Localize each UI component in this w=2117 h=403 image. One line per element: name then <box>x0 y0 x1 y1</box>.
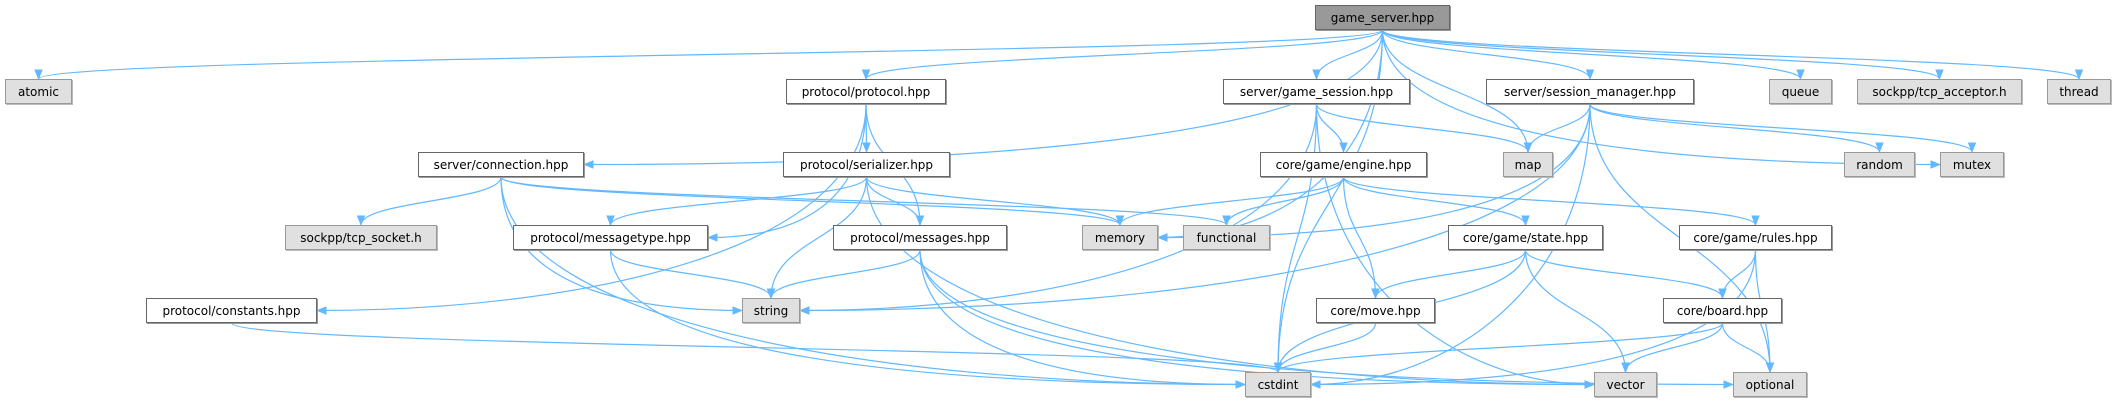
edge-game_session-to-map <box>1315 103 1533 154</box>
node-memory: memory <box>1082 225 1158 250</box>
edge-session_manager-to-random <box>1589 103 1884 154</box>
edge-board-to-optional <box>1721 322 1775 374</box>
edge-engine-to-state <box>1342 176 1530 227</box>
edge-rules-to-board <box>1718 249 1757 300</box>
edge-game_session-to-cstdint <box>1273 103 1318 374</box>
edge-state-to-board <box>1524 249 1727 300</box>
edge-session_manager-to-map <box>1523 103 1591 154</box>
edge-connection-to-string <box>500 176 744 315</box>
node-rules[interactable]: core/game/rules.hpp <box>1679 225 1832 250</box>
edge-state-to-vector <box>1524 249 1630 374</box>
edge-messages-to-string <box>766 249 921 300</box>
edge-engine-to-move <box>1342 176 1380 300</box>
node-optional: optional <box>1733 372 1807 397</box>
edge-connection-to-memory <box>500 176 1125 227</box>
edge-connection-to-functional <box>500 176 1231 227</box>
node-session-manager[interactable]: server/session_manager.hpp <box>1486 79 1694 104</box>
node-thread: thread <box>2047 79 2111 104</box>
node-serializer[interactable]: protocol/serializer.hpp <box>783 152 950 177</box>
edge-state-to-move <box>1371 249 1527 300</box>
node-move[interactable]: core/move.hpp <box>1316 298 1435 323</box>
edge-game_server-to-map <box>1381 29 1533 154</box>
node-messages[interactable]: protocol/messages.hpp <box>833 225 1007 250</box>
node-tcp-acceptor: sockpp/tcp_acceptor.h <box>1857 79 2022 104</box>
node-random: random <box>1844 152 1915 177</box>
node-cstdint: cstdint <box>1245 372 1311 397</box>
edge-game_server-to-game_session <box>1312 29 1384 81</box>
edge-serializer-to-string <box>766 176 868 300</box>
edge-serializer-to-messagetype <box>606 176 868 227</box>
edge-connection-to-tcp_socket <box>356 176 502 227</box>
edge-messagetype-to-cstdint <box>609 249 1247 389</box>
edge-serializer-to-memory <box>865 176 1125 227</box>
node-constants[interactable]: protocol/constants.hpp <box>146 298 317 323</box>
node-game-session[interactable]: server/game_session.hpp <box>1223 79 1410 104</box>
edge-rules-to-cstdint <box>1309 249 1757 389</box>
node-game-server[interactable]: game_server.hpp <box>1315 5 1450 30</box>
edge-game_server-to-connection <box>582 29 1384 169</box>
node-map: map <box>1503 152 1553 177</box>
edge-game_server-to-atomic <box>34 29 1384 81</box>
node-messagetype[interactable]: protocol/messagetype.hpp <box>513 225 708 250</box>
node-queue: queue <box>1769 79 1832 104</box>
edge-board-to-cstdint <box>1273 322 1724 374</box>
edge-constants-to-cstdint <box>230 322 1282 374</box>
edge-board-to-vector <box>1621 322 1724 374</box>
edge-game_server-to-queue <box>1381 29 1805 81</box>
edge-session_manager-to-cstdint <box>1309 103 1591 389</box>
edge-game_server-to-thread <box>1381 29 2084 81</box>
edge-session_manager-to-string <box>798 103 1591 315</box>
edge-engine-to-functional <box>1222 176 1345 227</box>
edge-game_server-to-memory <box>1156 29 1384 242</box>
edge-engine-to-rules <box>1342 176 1760 227</box>
edge-messagetype-to-string <box>609 249 776 300</box>
edge-messages-to-vector <box>919 249 1596 389</box>
node-string: string <box>742 298 800 323</box>
edge-game_server-to-tcp_acceptor <box>1381 29 1944 81</box>
node-mutex: mutex <box>1940 152 2004 177</box>
edge-game_session-to-engine <box>1315 103 1348 154</box>
node-atomic: atomic <box>5 79 72 104</box>
edge-game_server-to-mutex <box>1381 29 1942 169</box>
edge-game_server-to-session_manager <box>1381 29 1595 81</box>
edge-messages-to-cstdint <box>919 249 1247 389</box>
node-functional: functional <box>1183 225 1270 250</box>
edge-session_manager-to-mutex <box>1589 103 1977 154</box>
node-vector: vector <box>1594 372 1657 397</box>
edge-game_server-to-protocol <box>861 29 1384 81</box>
edge-protocol-to-messagetype <box>706 103 867 242</box>
node-engine[interactable]: core/game/engine.hpp <box>1260 152 1427 177</box>
edge-engine-to-memory <box>1115 176 1345 227</box>
node-board[interactable]: core/board.hpp <box>1663 298 1782 323</box>
node-state[interactable]: core/game/state.hpp <box>1448 225 1603 250</box>
edge-serializer-to-messages <box>865 176 925 227</box>
edge-messages-to-optional <box>919 249 1735 389</box>
node-protocol[interactable]: protocol/protocol.hpp <box>786 79 946 104</box>
node-connection[interactable]: server/connection.hpp <box>418 152 584 177</box>
node-tcp-socket: sockpp/tcp_socket.h <box>285 225 437 250</box>
